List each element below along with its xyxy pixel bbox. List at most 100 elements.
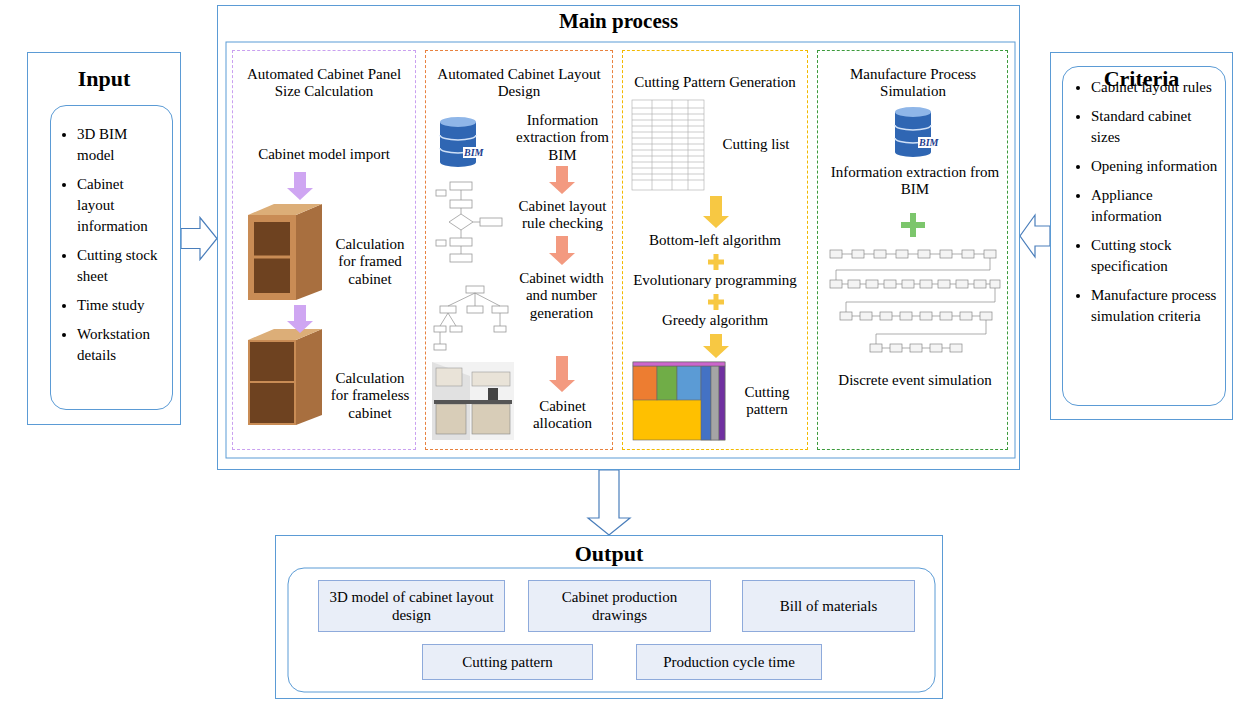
- criteria-panel: CriteriaCabinet layout rulesStandard cab…: [1050, 52, 1233, 420]
- discrete-event-model: [940, 312, 952, 320]
- kitchen-render: [436, 368, 462, 386]
- tree-thumbnail: [467, 306, 483, 313]
- framed-cabinet: [248, 215, 296, 300]
- discrete-event-model: [940, 250, 952, 258]
- flowchart-thumbnail: [436, 182, 502, 262]
- bullet-item: Cutting stock sheet: [77, 245, 164, 287]
- frameless-cabinet: [250, 381, 294, 383]
- discrete-event-model: [890, 344, 902, 352]
- flowchart-thumbnail: [450, 238, 472, 246]
- bullet-item: Manufacture process simulation criteria: [1091, 285, 1219, 327]
- panel-title: Input: [27, 66, 181, 91]
- discrete-event-model: [852, 250, 864, 258]
- bullet-item: Standard cabinet sizes: [1091, 106, 1219, 148]
- flow-arrow: [549, 236, 575, 265]
- tree-thumbnail: [475, 293, 500, 306]
- discrete-event-model: [884, 280, 896, 288]
- discrete-event-model: [866, 280, 878, 288]
- flowchart-thumbnail: [450, 254, 472, 262]
- discrete-event-model: [870, 344, 882, 352]
- criteria-list: Cabinet layout rulesStandard cabinet siz…: [1062, 66, 1226, 406]
- bim-database-icon: [440, 117, 476, 127]
- bullet-item: Workstation details: [77, 324, 164, 366]
- step-label: Cabinet layout rule checking: [514, 198, 611, 233]
- process-column: Automated Cabinet Layout DesignInformati…: [425, 50, 613, 450]
- discrete-event-model: [984, 250, 996, 258]
- step-label: Cabinet width and number generation: [512, 270, 611, 322]
- flowchart-thumbnail: [461, 230, 462, 238]
- process-column: Cutting Pattern GenerationCutting listBo…: [622, 50, 808, 450]
- discrete-event-model: [900, 312, 912, 320]
- plus-sign: [714, 294, 719, 310]
- algorithm-label: Evolutionary programming: [626, 272, 804, 289]
- box-label: Production cycle time: [663, 653, 795, 671]
- flowchart-thumbnail: [461, 208, 462, 214]
- frameless-cabinet: [248, 329, 322, 340]
- block-arrow: [1020, 215, 1050, 257]
- discrete-event-model: [962, 250, 974, 258]
- discrete-event-model: [950, 344, 962, 352]
- kitchen-render: [434, 400, 512, 404]
- flowchart-thumbnail: [480, 218, 502, 226]
- kitchen-render: [472, 404, 510, 434]
- cutting-pattern-image: [701, 366, 711, 440]
- flowchart-thumbnail: [450, 182, 472, 190]
- discrete-event-model: [920, 312, 932, 320]
- main-process-panel: Main processAutomated Cabinet Panel Size…: [217, 5, 1020, 470]
- framed-cabinet: [296, 204, 322, 300]
- output-box: Bill of materials: [742, 580, 915, 632]
- output-box: Cabinet production drawings: [528, 580, 711, 632]
- bullet-item: Cabinet layout rules: [1091, 77, 1219, 98]
- frameless-cabinet: [248, 340, 296, 425]
- discrete-event-model: [902, 280, 914, 288]
- cutting-pattern-image: [633, 362, 725, 440]
- discrete-event-model: [938, 280, 950, 288]
- kitchen-render: [436, 404, 466, 434]
- process-column: Manufacture Process SimulationInformatio…: [817, 50, 1008, 450]
- tree-thumbnail: [448, 293, 475, 306]
- output-box: Production cycle time: [636, 644, 822, 680]
- discrete-event-model: [840, 312, 852, 320]
- discrete-event-model: [896, 250, 908, 258]
- discrete-event-model: [974, 280, 986, 288]
- bullet-item: 3D BIM model: [77, 124, 164, 166]
- cutting-pattern-image: [633, 366, 657, 400]
- panel-title: Output: [275, 541, 943, 566]
- input-list: 3D BIM modelCabinet layout informationCu…: [50, 105, 173, 410]
- kitchen-render: [488, 388, 498, 400]
- tree-thumbnail: [440, 332, 441, 344]
- cutting-pattern-image: [633, 362, 725, 440]
- tree-thumbnail: [440, 306, 456, 313]
- box-label: 3D model of cabinet layout design: [325, 588, 498, 624]
- tree-thumbnail: [434, 344, 446, 350]
- flowchart-thumbnail: [436, 240, 446, 246]
- flow-arrow: [703, 334, 729, 358]
- icon-label: BIM: [463, 147, 484, 158]
- discrete-event-model: [830, 250, 842, 258]
- flowchart-thumbnail: [461, 190, 462, 200]
- plus-sign: [714, 254, 719, 270]
- flow-arrow: [703, 196, 729, 228]
- tree-thumbnail: [466, 286, 484, 293]
- frameless-cabinet: [248, 329, 322, 425]
- kitchen-render: [432, 362, 514, 440]
- step-label: Cabinet allocation: [514, 398, 611, 433]
- flow-arrow: [287, 172, 313, 200]
- discrete-event-model: [910, 344, 922, 352]
- flowchart-thumbnail: [449, 214, 473, 230]
- flowchart-thumbnail: [436, 190, 446, 196]
- discrete-event-model: [848, 280, 860, 288]
- box-label: Cutting pattern: [462, 653, 552, 671]
- discrete-event-model: [956, 280, 968, 288]
- algorithm-label: Bottom-left algorithm: [626, 232, 804, 249]
- discrete-event-model: [874, 250, 886, 258]
- discrete-event-model: [920, 280, 932, 288]
- tree-thumbnail: [448, 313, 456, 326]
- flowchart-thumbnail: [461, 246, 462, 254]
- column-title: Automated Cabinet Panel Size Calculation: [238, 66, 410, 101]
- cutting-pattern-image: [719, 366, 725, 440]
- kitchen-render: [432, 362, 514, 440]
- cutting-pattern-image: [677, 366, 701, 400]
- box-label: Bill of materials: [780, 597, 877, 615]
